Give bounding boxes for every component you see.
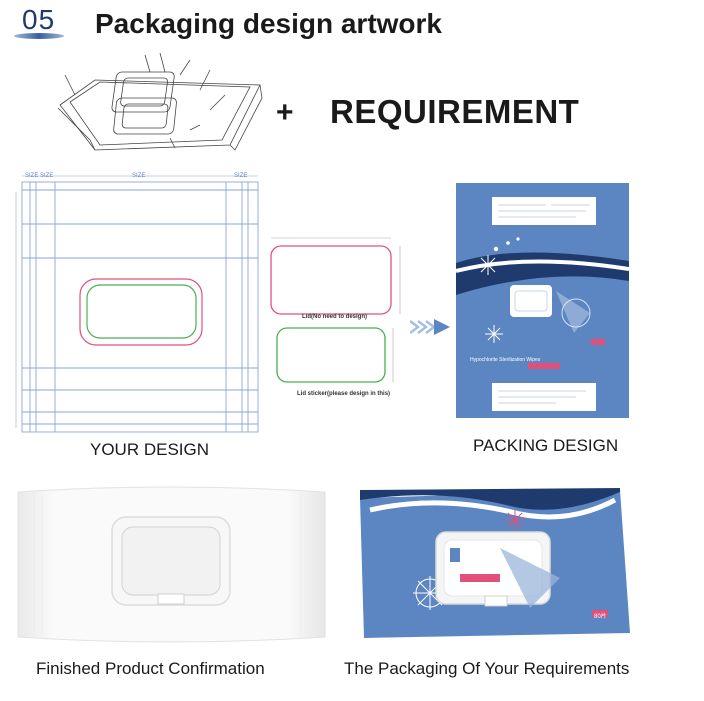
caption-your-requirements: The Packaging Of Your Requirements: [344, 659, 630, 678]
caption-finished-product: Finished Product Confirmation: [36, 659, 265, 678]
step-number: 05: [22, 4, 56, 35]
double-chevron-right-icon: [410, 319, 450, 335]
size-label-4: SIZE: [234, 173, 248, 179]
finished-product-photo: [17, 486, 326, 643]
size-label-1: SIZE: [25, 173, 39, 179]
page-title: Packaging design artwork: [95, 8, 442, 39]
pack-count-label: 80片: [594, 614, 607, 620]
lid-diagrams: [270, 237, 401, 383]
dieline-template: [15, 175, 259, 433]
packing-design-artwork: [456, 183, 629, 418]
packaged-product-photo: [360, 488, 630, 638]
lid-sticker-label: Lid sticker(please design in this): [297, 391, 391, 397]
size-label-2: SIZE: [40, 173, 54, 179]
packing-product-name: Hypochlorite Sterilization Wipes: [470, 357, 541, 363]
lid-label: Lid(No need to design): [302, 314, 367, 320]
step-underline: [14, 33, 64, 39]
caption-your-design: YOUR DESIGN: [90, 440, 210, 459]
requirement-heading: REQUIREMENT: [330, 93, 580, 130]
plus-sign: +: [276, 96, 294, 129]
wipes-pack-line-drawing: [57, 52, 263, 151]
caption-packing-design: PACKING DESIGN: [473, 436, 619, 455]
size-label-3: SIZE: [132, 173, 146, 179]
